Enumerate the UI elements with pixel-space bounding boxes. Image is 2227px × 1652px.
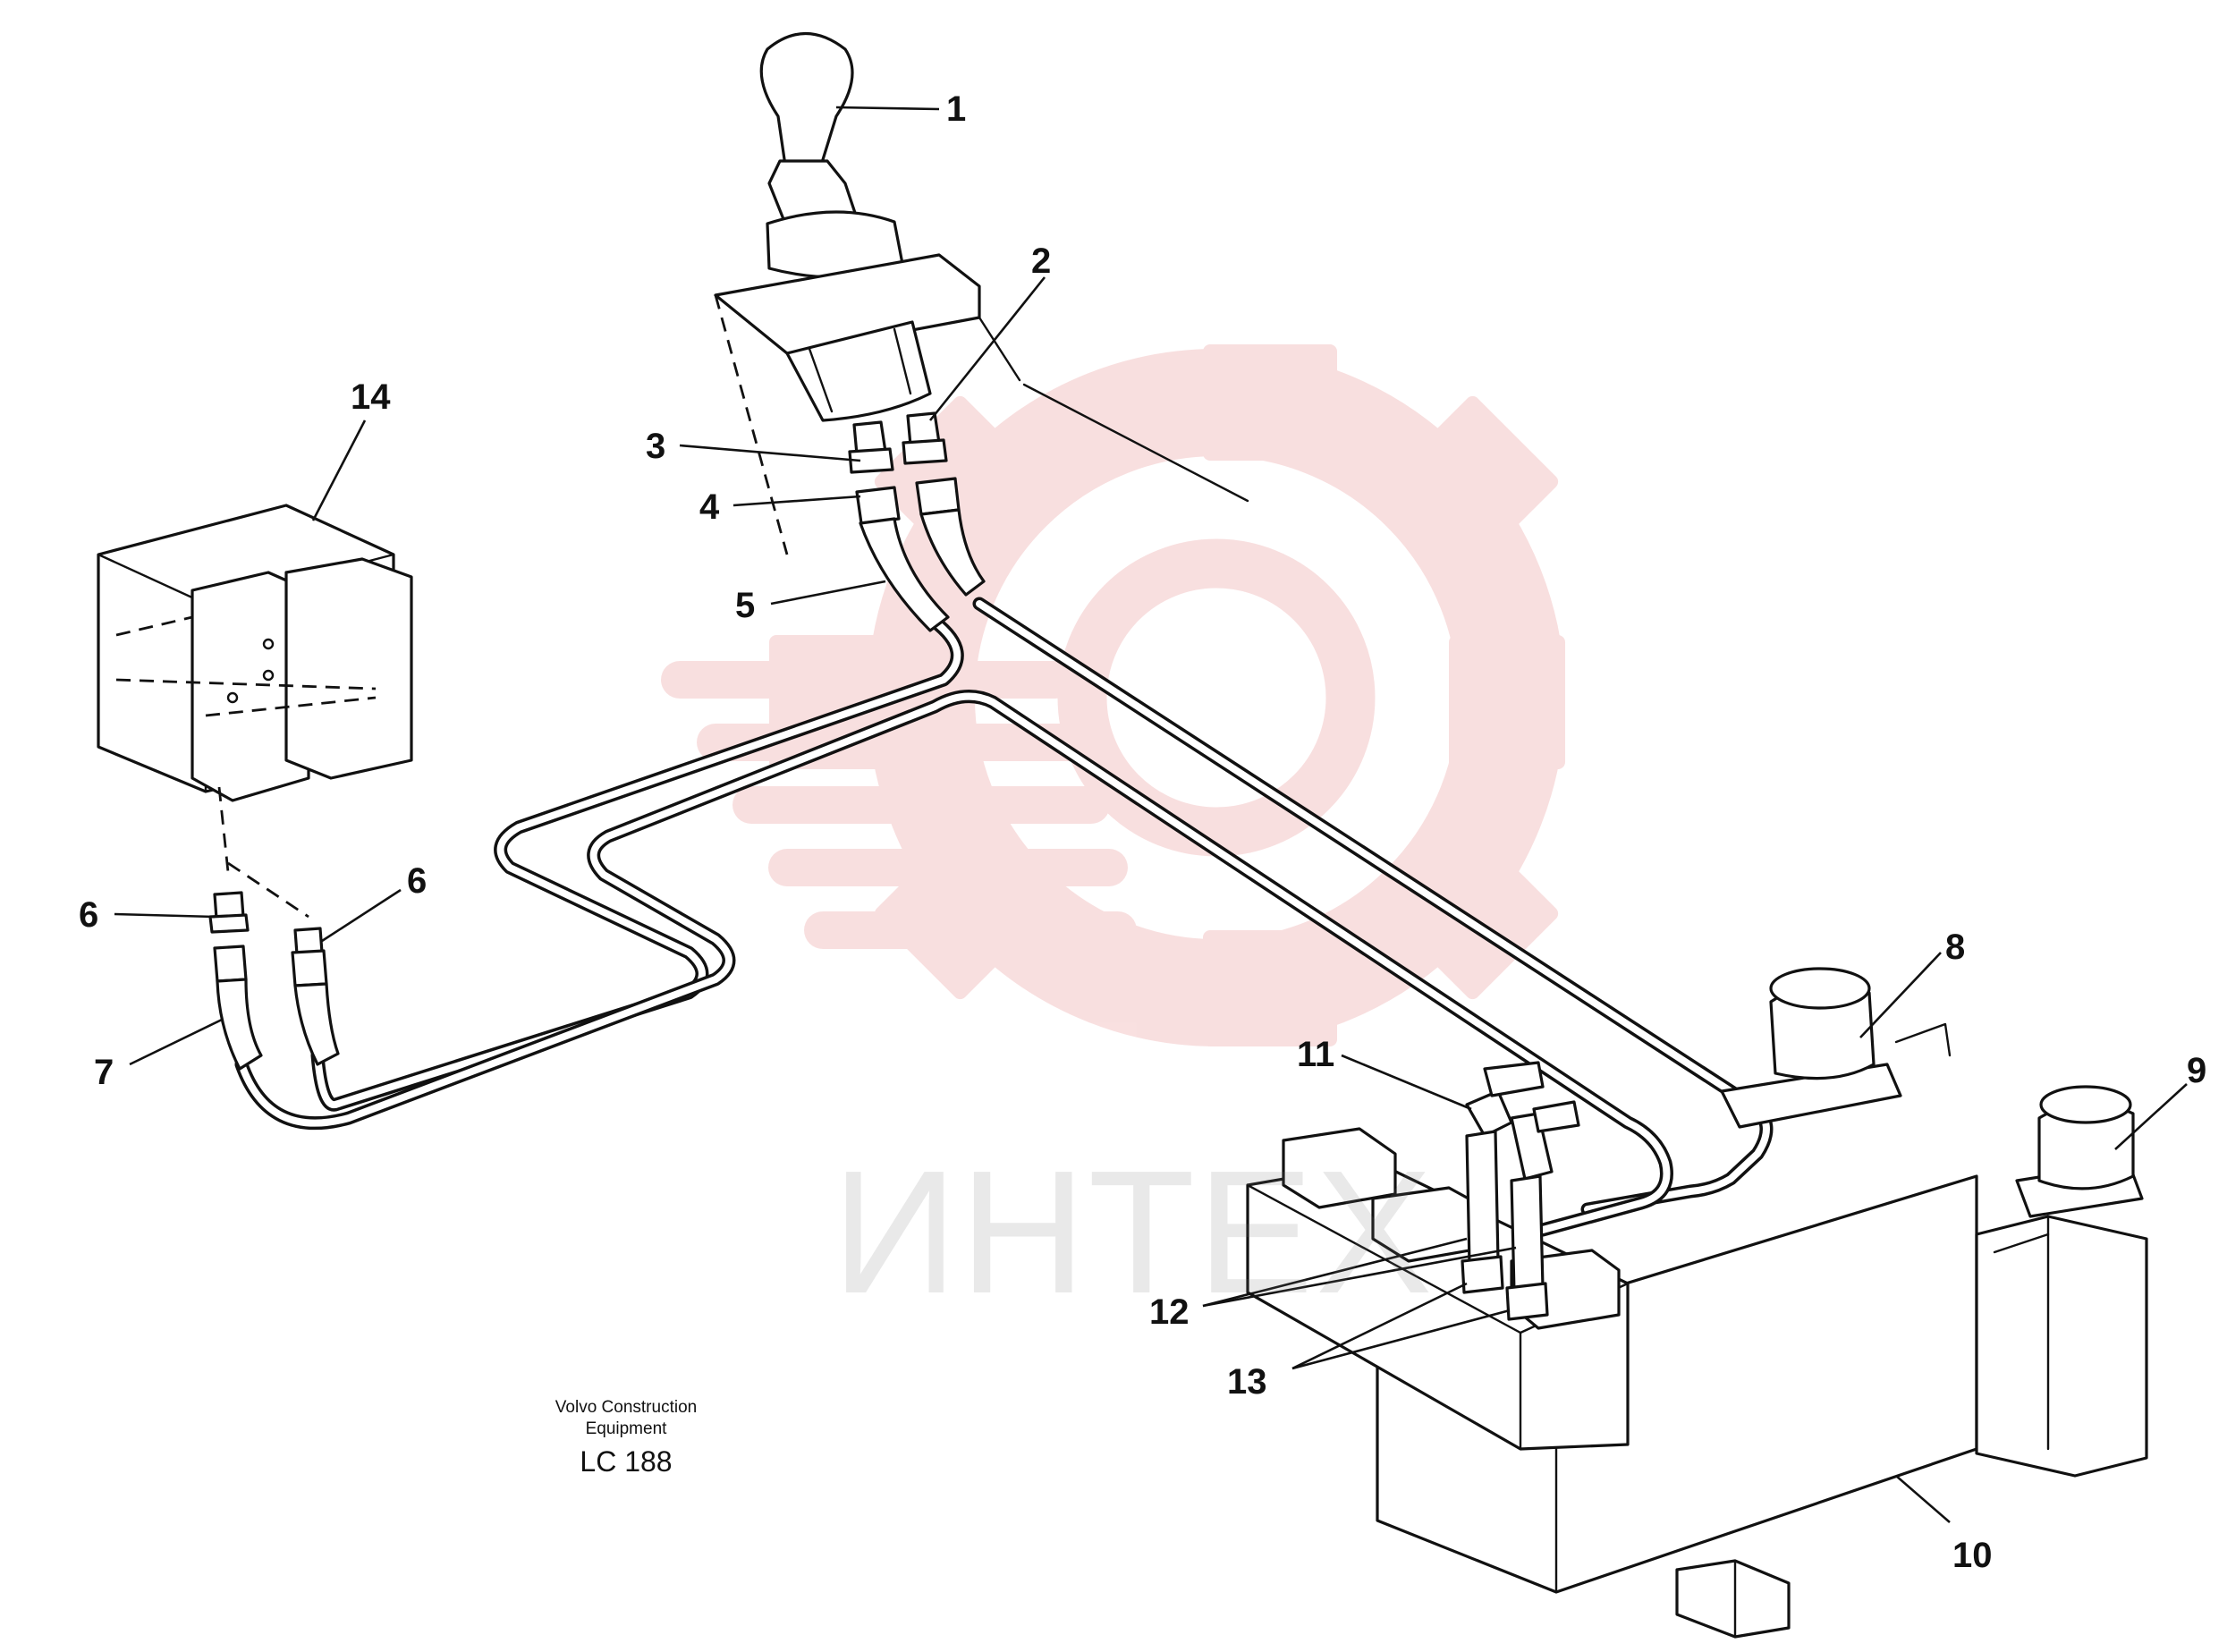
diagram-caption: Volvo Construction Equipment LC 188 <box>528 1397 724 1479</box>
lever-fittings <box>848 411 961 525</box>
callout-6-left: 6 <box>79 895 98 935</box>
callout-14: 14 <box>351 377 391 417</box>
joystick-control-lever <box>714 32 1249 555</box>
watermark-text: ИНТЕХ <box>832 1134 1435 1330</box>
hydraulic-pipe-middle <box>234 690 1673 1237</box>
caption-code: LC 188 <box>580 1445 673 1478</box>
callout-8: 8 <box>1945 928 1965 967</box>
callout-12: 12 <box>1149 1292 1190 1332</box>
callout-7: 7 <box>94 1053 114 1092</box>
hydraulic-pipe-return <box>310 614 964 1112</box>
callout-11: 11 <box>1297 1035 1334 1074</box>
callout-10: 10 <box>1952 1536 1993 1575</box>
flexible-hoses-5 <box>859 508 986 632</box>
callout-3: 3 <box>646 427 665 466</box>
control-valve-block-10 <box>1246 967 2148 1639</box>
callout-5: 5 <box>735 586 755 625</box>
callout-4: 4 <box>699 487 720 527</box>
callout-9: 9 <box>2187 1051 2206 1090</box>
callout-2: 2 <box>1031 241 1051 281</box>
block-fittings-11-13 <box>1461 1061 1580 1321</box>
valve-unit-14 <box>97 504 413 919</box>
watermark-gear-logo <box>661 344 1565 1046</box>
callouts: 1 2 3 4 5 6 6 7 8 9 10 11 12 13 14 <box>79 89 2206 1575</box>
callout-13: 13 <box>1227 1362 1267 1402</box>
callout-6-right: 6 <box>407 861 427 901</box>
callout-1: 1 <box>946 89 966 129</box>
caption-line-2: Equipment <box>585 1419 667 1438</box>
caption-line-1: Volvo Construction <box>555 1398 698 1417</box>
fittings-6-hoses-7 <box>208 891 340 1071</box>
